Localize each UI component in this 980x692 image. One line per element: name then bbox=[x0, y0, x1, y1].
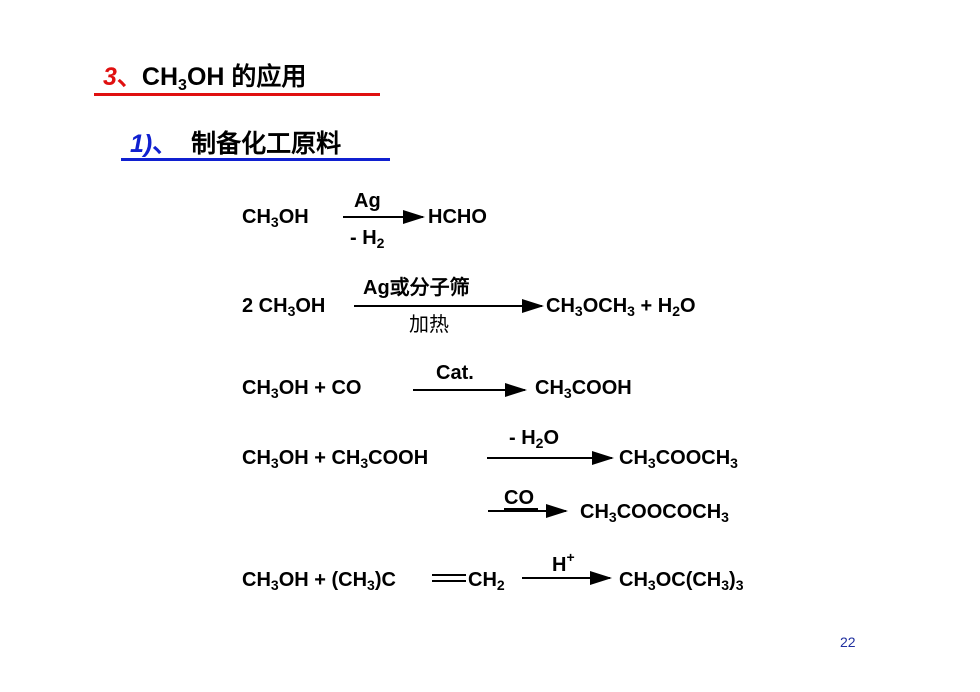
r3-reactant-a: CH bbox=[242, 377, 271, 399]
r1-byproduct-sub: 2 bbox=[376, 235, 385, 251]
r2-condition: 加热 bbox=[409, 314, 449, 336]
r2-product: CH3OCH3 + H2O bbox=[546, 294, 696, 318]
r6-catalyst-a: H bbox=[552, 554, 567, 576]
r4-reactants-b: OH + CH bbox=[278, 447, 361, 469]
subsection-heading-underline bbox=[121, 158, 390, 161]
heading-text-b: OH 的应用 bbox=[186, 63, 307, 91]
r3-product-sub: 3 bbox=[563, 385, 572, 401]
r6-reactant-tail-a: CH bbox=[468, 569, 497, 591]
r1-byproduct-a: - H bbox=[350, 227, 377, 249]
r4-reactants-c: COOH bbox=[368, 447, 429, 469]
r3-product: CH3COOH bbox=[535, 376, 632, 400]
r2-reactant-a: 2 CH bbox=[242, 295, 288, 317]
r6-product-sub2: 3 bbox=[721, 577, 730, 593]
r1-reactant: CH3OH bbox=[242, 205, 309, 229]
r2-reactant: 2 CH3OH bbox=[242, 294, 325, 318]
r4-reactants-sub1: 3 bbox=[270, 455, 279, 471]
subsection-separator: 、 bbox=[152, 130, 178, 158]
r6-reactants-sub1: 3 bbox=[270, 577, 279, 593]
r4-reactants: CH3OH + CH3COOH bbox=[242, 446, 428, 470]
r3-product-a: CH bbox=[535, 377, 564, 399]
r6-catalyst: H+ bbox=[552, 550, 575, 577]
r3-reactant: CH3OH + CO bbox=[242, 376, 361, 400]
r6-catalyst-sup: + bbox=[566, 549, 575, 565]
r6-double-bond-bottom bbox=[432, 580, 466, 582]
subsection-number: 1) bbox=[130, 130, 153, 158]
r2-product-a: CH bbox=[546, 295, 575, 317]
r5-arrow bbox=[488, 504, 568, 518]
r6-product-sub3: 3 bbox=[735, 577, 744, 593]
r4-byproduct: - H2O bbox=[509, 426, 559, 450]
r1-reactant-sub: 3 bbox=[270, 214, 279, 230]
r5-product-a: CH bbox=[580, 501, 609, 523]
r3-catalyst: Cat. bbox=[436, 362, 474, 384]
r6-product-a: CH bbox=[619, 569, 648, 591]
r2-product-sub3: 2 bbox=[672, 303, 680, 319]
heading-subscript: 3 bbox=[178, 77, 187, 94]
r5-product-sub2: 3 bbox=[721, 509, 729, 525]
subsection-heading: 1)、 制备化工原料 bbox=[130, 124, 341, 160]
r2-product-sub2: 3 bbox=[627, 303, 635, 319]
r2-product-c: + H bbox=[634, 295, 673, 317]
heading-text-a: CH bbox=[141, 63, 179, 91]
r4-byproduct-a: - H bbox=[509, 427, 536, 449]
r4-product-sub1: 3 bbox=[647, 455, 656, 471]
r1-reactant-a: CH bbox=[242, 206, 271, 228]
r5-product: CH3COOCOCH3 bbox=[580, 500, 729, 524]
r6-reactants-sub2: 3 bbox=[367, 577, 375, 593]
r4-product-a: CH bbox=[619, 447, 648, 469]
r2-product-b: OCH bbox=[582, 295, 628, 317]
r1-product: HCHO bbox=[428, 206, 487, 228]
r2-catalyst: Ag或分子筛 bbox=[363, 277, 470, 299]
r6-product: CH3OC(CH3)3 bbox=[619, 568, 744, 592]
r6-reactant-tail: CH2 bbox=[468, 568, 505, 592]
r4-arrow bbox=[487, 451, 614, 465]
r5-reagent: CO bbox=[504, 487, 534, 509]
r6-reactants-c: )C bbox=[374, 569, 396, 591]
r1-byproduct: - H2 bbox=[350, 226, 384, 250]
r2-product-sub1: 3 bbox=[574, 303, 583, 319]
r4-product: CH3COOCH3 bbox=[619, 446, 738, 470]
r5-reagent-underline bbox=[504, 508, 538, 510]
r3-arrow bbox=[413, 383, 527, 397]
r6-reactants-a: CH bbox=[242, 569, 271, 591]
r3-reactant-sub: 3 bbox=[270, 385, 279, 401]
section-separator: 、 bbox=[116, 63, 142, 91]
r1-arrow bbox=[343, 210, 425, 224]
r1-catalyst: Ag bbox=[354, 190, 381, 212]
r6-product-c: ) bbox=[729, 569, 736, 591]
section-heading-underline bbox=[94, 93, 380, 96]
r2-arrow bbox=[354, 299, 544, 313]
r4-product-b: COOCH bbox=[655, 447, 731, 469]
section-heading: 3、CH3OH 的应用 bbox=[103, 57, 307, 94]
r6-reactants-b: OH + (CH bbox=[278, 569, 368, 591]
subsection-title: 制备化工原料 bbox=[191, 130, 342, 158]
r6-product-b: OC(CH bbox=[655, 569, 722, 591]
r4-reactants-sub2: 3 bbox=[360, 455, 369, 471]
r3-product-b: COOH bbox=[571, 377, 632, 399]
r4-byproduct-b: O bbox=[543, 427, 560, 449]
r6-reactants: CH3OH + (CH3)C bbox=[242, 568, 396, 592]
r2-reactant-b: OH bbox=[295, 295, 326, 317]
r6-product-sub1: 3 bbox=[647, 577, 656, 593]
r2-product-d: O bbox=[679, 295, 696, 317]
r5-product-b: COOCOCH bbox=[616, 501, 722, 523]
r5-product-sub1: 3 bbox=[608, 509, 617, 525]
section-number: 3 bbox=[103, 63, 117, 91]
r4-byproduct-sub: 2 bbox=[535, 435, 544, 451]
r3-reactant-b: OH + CO bbox=[278, 377, 362, 399]
r6-arrow bbox=[522, 571, 612, 585]
r4-reactants-a: CH bbox=[242, 447, 271, 469]
r6-double-bond-top bbox=[432, 574, 466, 576]
page-number: 22 bbox=[840, 634, 856, 650]
r2-reactant-sub: 3 bbox=[287, 303, 296, 319]
r6-reactant-tail-sub: 2 bbox=[496, 577, 505, 593]
r4-product-sub2: 3 bbox=[730, 455, 738, 471]
r1-reactant-b: OH bbox=[278, 206, 309, 228]
subsection-gap bbox=[177, 130, 191, 158]
